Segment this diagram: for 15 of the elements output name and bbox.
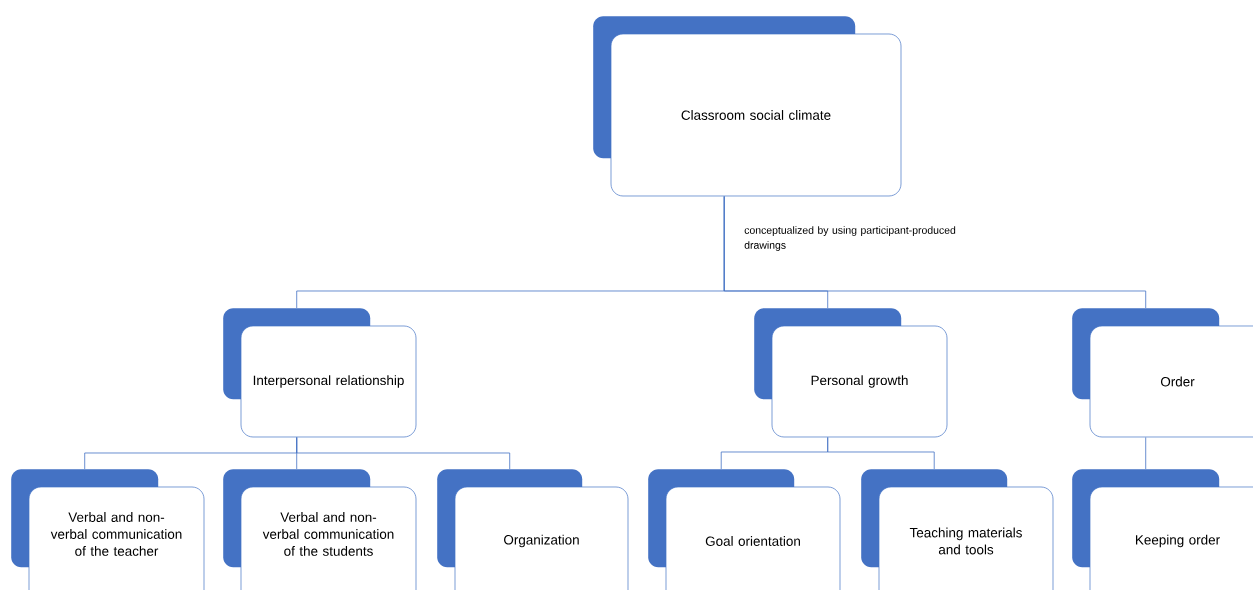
- process-box: Goal orientation: [648, 469, 841, 590]
- process-box: Order: [1072, 308, 1253, 438]
- process-box: Keeping order: [1072, 469, 1253, 590]
- process-box: Classroom social climate: [593, 16, 902, 197]
- connector-line: [1145, 437, 1147, 470]
- process-box: Interpersonal relationship: [223, 308, 417, 438]
- process-box: Verbal and non-verbal communication of the students: [223, 469, 417, 590]
- connector-line: [827, 437, 935, 470]
- edge-label: conceptualized by using participant-produced drawings: [743, 225, 961, 252]
- process-box: Personal growth: [754, 308, 948, 438]
- connector-line: [723, 196, 1147, 309]
- process-box: Organization: [437, 469, 629, 590]
- process-box: Teaching materials and tools: [861, 469, 1054, 590]
- connector-line: [296, 437, 511, 470]
- process-box: Verbal and non-verbal communication of the teacher: [11, 469, 205, 590]
